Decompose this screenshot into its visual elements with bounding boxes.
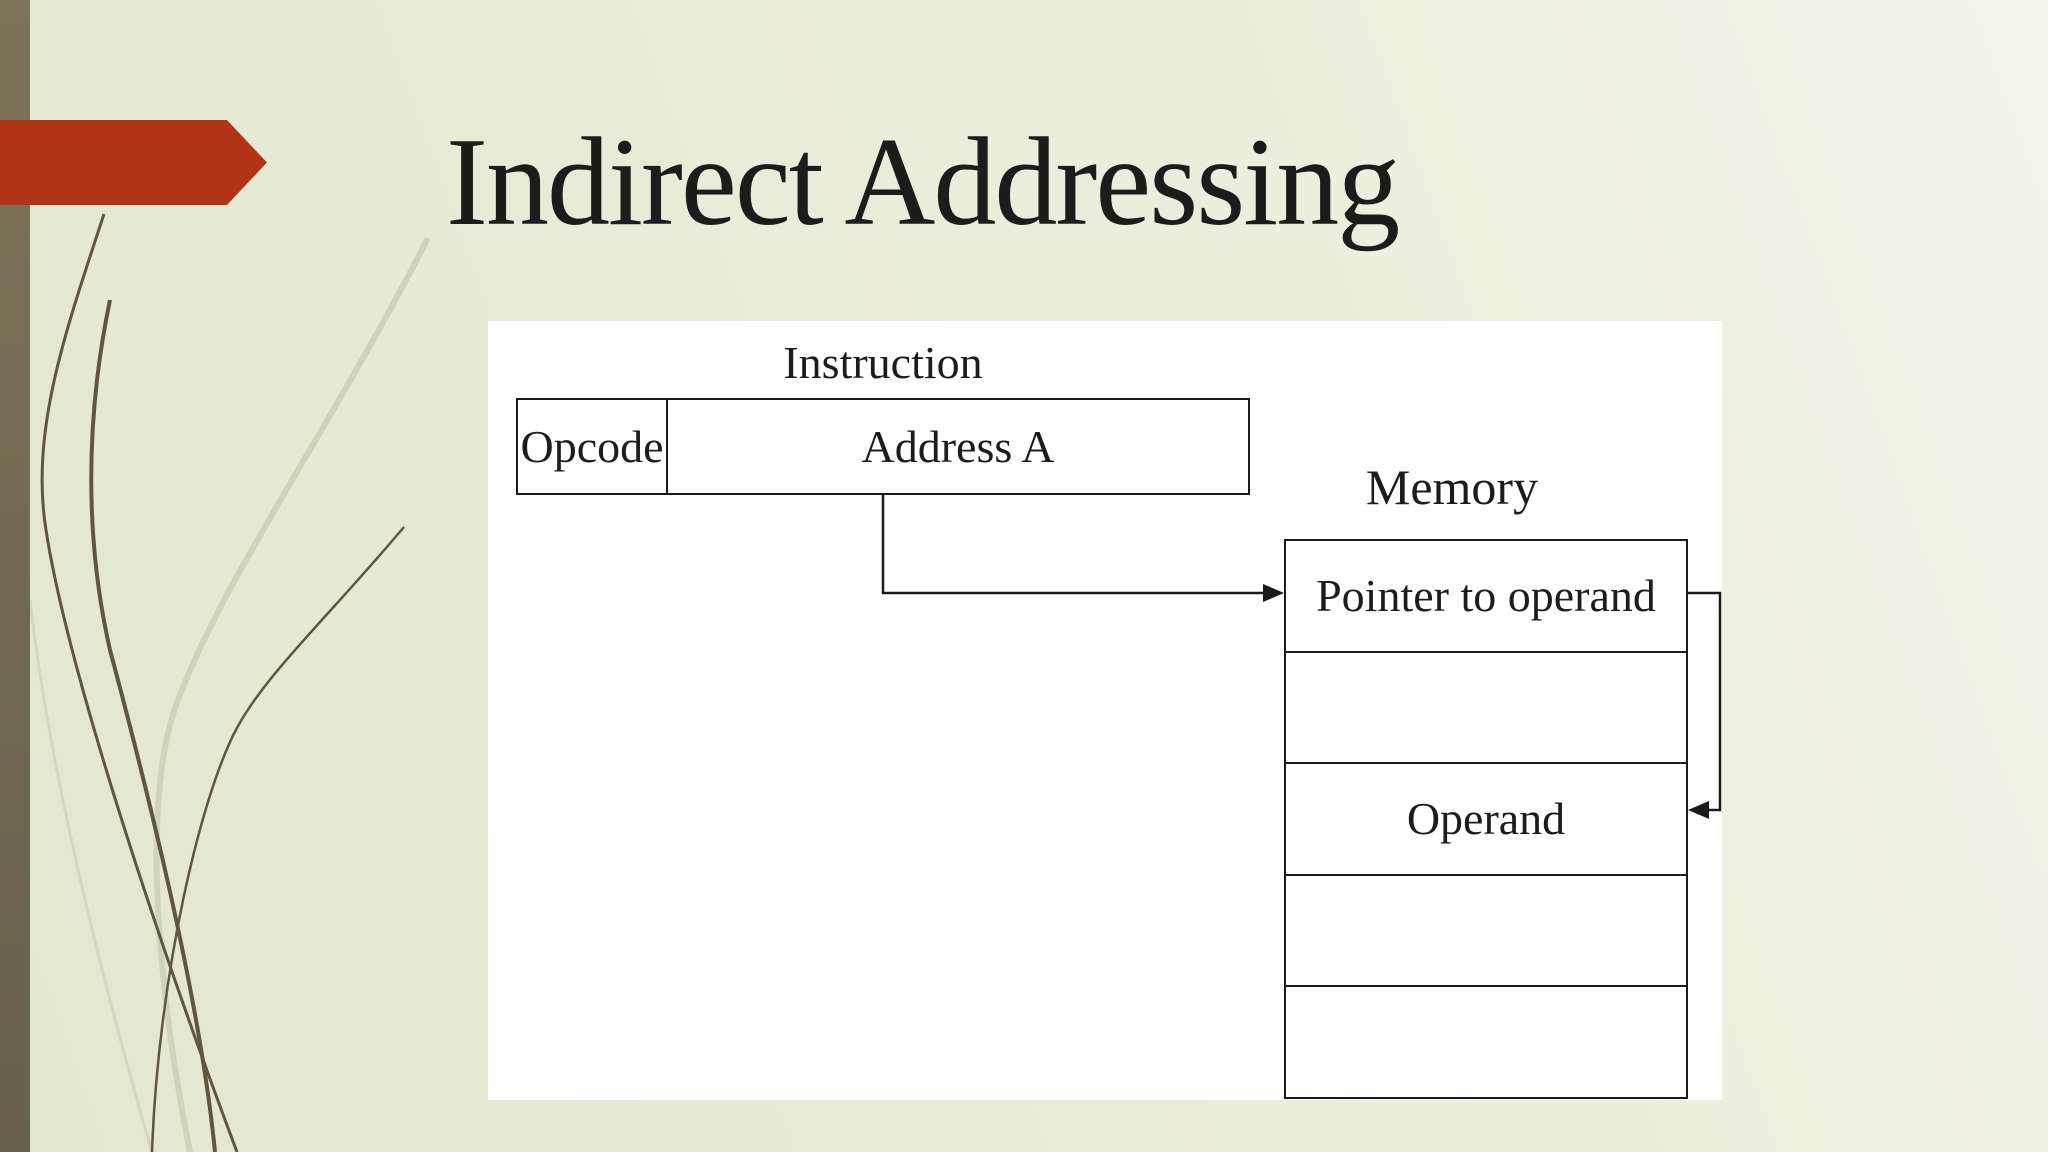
instruction-box: Opcode Address A <box>516 398 1250 495</box>
red-arrow-banner <box>0 120 267 205</box>
wisp-curve-light-short <box>28 599 154 1152</box>
memory-stack: Pointer to operand Operand <box>1284 539 1688 1099</box>
diagram-panel: Instruction Opcode Address A Memory Poin… <box>488 321 1722 1100</box>
memory-cell-empty-1 <box>1286 653 1686 765</box>
wisp-curve-dark-2 <box>89 299 217 1152</box>
memory-cell-pointer: Pointer to operand <box>1286 541 1686 653</box>
connector-address-to-pointer <box>881 495 1284 602</box>
arrowhead-left-icon <box>1688 801 1709 819</box>
wisp-curve-light-long <box>153 236 431 1152</box>
wisp-curve-dark-3 <box>150 526 405 1152</box>
memory-label: Memory <box>1365 459 1539 515</box>
wisp-curve-dark-1 <box>40 213 239 1152</box>
instruction-label: Instruction <box>783 337 983 388</box>
memory-cell-empty-2 <box>1286 876 1686 988</box>
arrowhead-right-icon <box>1263 584 1284 602</box>
slide-title: Indirect Addressing <box>446 113 1400 252</box>
memory-cell-operand: Operand <box>1286 764 1686 876</box>
address-a-cell: Address A <box>861 421 1055 472</box>
opcode-cell: Opcode <box>518 400 668 493</box>
connector-pointer-to-operand <box>1688 591 1722 819</box>
